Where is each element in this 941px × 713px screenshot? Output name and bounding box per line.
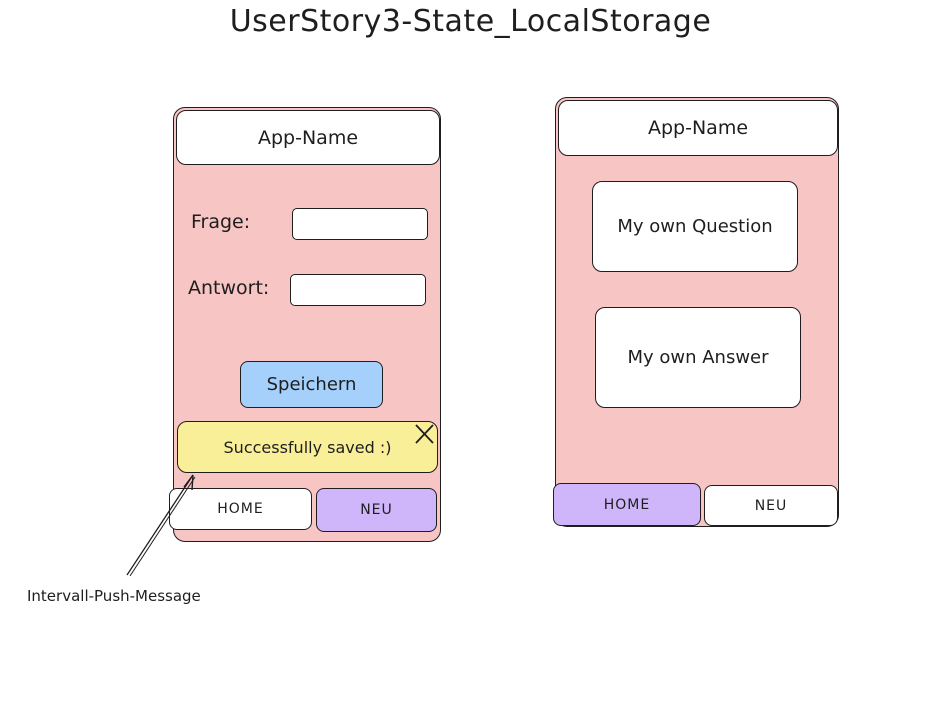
success-toast: Successfully saved :) <box>177 421 438 473</box>
save-button-label: Speichern <box>266 374 357 395</box>
question-input[interactable] <box>292 208 428 240</box>
nav-neu-label: NEU <box>360 502 393 518</box>
answer-card: My own Answer <box>595 307 801 408</box>
annotation-label: Intervall-Push-Message <box>27 587 201 605</box>
left-nav-home[interactable]: HOME <box>169 488 312 530</box>
save-button[interactable]: Speichern <box>240 361 383 408</box>
nav-neu-label: NEU <box>754 497 788 514</box>
answer-label: Antwort: <box>188 277 270 299</box>
right-nav-neu[interactable]: NEU <box>704 485 838 526</box>
left-app-name-header: App-Name <box>176 110 440 165</box>
app-name-label: App-Name <box>647 117 749 139</box>
question-text: My own Question <box>617 216 773 237</box>
right-nav-home[interactable]: HOME <box>553 483 701 526</box>
nav-home-label: HOME <box>603 496 651 513</box>
right-app-name-header: App-Name <box>558 100 838 156</box>
left-nav-neu[interactable]: NEU <box>316 488 437 532</box>
question-label: Frage: <box>191 211 251 233</box>
app-name-label: App-Name <box>257 126 359 149</box>
close-icon[interactable] <box>412 422 436 446</box>
nav-home-label: HOME <box>217 501 264 517</box>
question-card: My own Question <box>592 181 798 272</box>
diagram-title: UserStory3-State_LocalStorage <box>229 4 712 39</box>
left-phone-frame <box>173 107 441 542</box>
toast-message: Successfully saved :) <box>223 437 392 457</box>
answer-input[interactable] <box>290 274 426 306</box>
answer-text: My own Answer <box>627 347 769 368</box>
arrow-icon <box>126 474 196 577</box>
